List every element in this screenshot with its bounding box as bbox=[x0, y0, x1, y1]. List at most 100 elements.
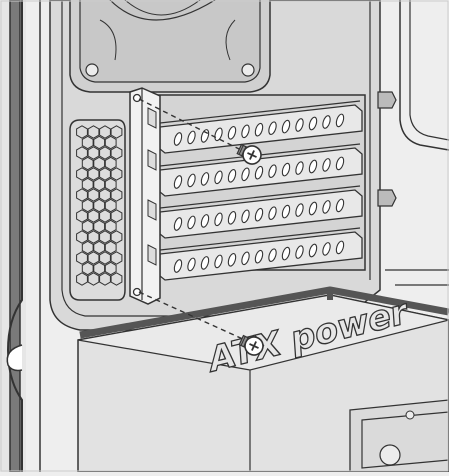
slot-perforation bbox=[295, 118, 304, 132]
slot-perforation bbox=[281, 162, 291, 177]
vent-cell bbox=[110, 272, 123, 286]
slot-perforation bbox=[322, 158, 331, 172]
vent-cell bbox=[93, 156, 106, 171]
slot-perforation bbox=[187, 257, 196, 272]
slot-perforation bbox=[214, 254, 223, 269]
bracket-hole-top bbox=[132, 93, 142, 103]
vent-cell bbox=[87, 125, 100, 139]
vent-cell bbox=[87, 272, 100, 286]
slot-perforation bbox=[214, 127, 223, 142]
slot-perforation bbox=[241, 209, 250, 224]
slot-perforation bbox=[308, 159, 318, 174]
slot-perforation bbox=[254, 249, 264, 264]
slot-perforation bbox=[268, 121, 277, 136]
vent-cell bbox=[110, 167, 123, 181]
vent-cell bbox=[110, 209, 123, 223]
slot-perforation bbox=[227, 125, 237, 140]
slot-perforation bbox=[254, 122, 264, 137]
screw-icon bbox=[238, 334, 264, 356]
slot-perforation bbox=[241, 124, 250, 139]
screw-icon bbox=[236, 143, 262, 165]
slot-perforation bbox=[187, 130, 196, 145]
vent-cell bbox=[110, 146, 123, 160]
vent-cell bbox=[93, 198, 106, 213]
guide-line-top bbox=[138, 98, 244, 152]
vent-cell bbox=[87, 251, 100, 265]
slot-perforation bbox=[200, 214, 210, 228]
guide-line-bottom bbox=[138, 291, 246, 341]
vent-cell bbox=[93, 240, 106, 255]
power-supply: ATX power bbox=[77, 286, 449, 473]
slot-perforation bbox=[200, 172, 210, 186]
psu-connector bbox=[349, 399, 449, 473]
vent-cell bbox=[76, 125, 88, 139]
slot-perforation bbox=[241, 167, 250, 182]
slot-perforation bbox=[214, 170, 223, 185]
vent-cell bbox=[99, 125, 111, 139]
slot-perforation bbox=[308, 201, 318, 216]
slot-perforation bbox=[241, 251, 250, 266]
vent-cell bbox=[87, 146, 100, 160]
standoffs bbox=[377, 91, 397, 207]
slot-perforation bbox=[173, 175, 183, 189]
slot-perforation bbox=[308, 116, 318, 131]
slot-perforation bbox=[187, 215, 196, 230]
slot-perforation bbox=[268, 248, 277, 263]
expansion-slot-area bbox=[149, 94, 366, 281]
vent-cell bbox=[81, 219, 94, 234]
vent-cell bbox=[99, 167, 111, 181]
vent-cell bbox=[87, 209, 100, 223]
expansion-slot-cover bbox=[159, 143, 363, 197]
vent-cell bbox=[104, 240, 117, 255]
slot-perforation bbox=[295, 203, 304, 217]
slot-perforation bbox=[335, 113, 345, 128]
vent-cell bbox=[81, 135, 94, 150]
slot-perforation bbox=[227, 252, 237, 267]
slot-perforation bbox=[173, 217, 183, 231]
slot-perforation bbox=[200, 256, 210, 270]
slot-perforation bbox=[322, 200, 331, 214]
vent-cell bbox=[99, 209, 111, 223]
vent-cell bbox=[76, 230, 88, 244]
slot-perforation bbox=[173, 132, 183, 146]
vent-cell bbox=[76, 209, 88, 223]
vent-cell bbox=[93, 177, 106, 192]
vent-cell bbox=[76, 167, 88, 181]
vent-cell bbox=[99, 188, 111, 202]
slot-perforation bbox=[322, 115, 331, 129]
vent-cell bbox=[81, 198, 94, 213]
slot-perforation bbox=[281, 246, 291, 261]
slot-perforation bbox=[281, 204, 291, 219]
vent-cell bbox=[76, 272, 88, 286]
vent-cell bbox=[110, 188, 123, 202]
slot-perforation bbox=[254, 207, 264, 222]
honeycomb-vent bbox=[69, 119, 126, 301]
vent-cell bbox=[93, 261, 106, 276]
fan-icon bbox=[69, 0, 271, 93]
vent-cell bbox=[93, 135, 106, 150]
slot-perforation bbox=[227, 168, 237, 183]
vent-cell bbox=[81, 240, 94, 255]
slot-perforation bbox=[281, 119, 291, 134]
vent-cell bbox=[110, 251, 123, 265]
expansion-slot-cover bbox=[159, 185, 363, 239]
slot-perforation bbox=[268, 164, 277, 179]
vent-cell bbox=[93, 219, 106, 234]
vent-cell bbox=[99, 230, 111, 244]
vent-cell bbox=[110, 230, 123, 244]
case-right-edge bbox=[385, 0, 449, 286]
slot-perforation bbox=[295, 161, 304, 175]
slot-perforation bbox=[322, 242, 331, 256]
slot-perforation bbox=[295, 245, 304, 259]
vent-cell bbox=[81, 177, 94, 192]
vent-cell bbox=[81, 261, 94, 276]
vent-cell bbox=[76, 146, 88, 160]
slot-perforation bbox=[214, 212, 223, 227]
vent-cell bbox=[76, 251, 88, 265]
expansion-slot-cover bbox=[159, 100, 363, 154]
vent-cell bbox=[87, 188, 100, 202]
vent-cell bbox=[104, 135, 117, 150]
vent-cell bbox=[87, 230, 100, 244]
